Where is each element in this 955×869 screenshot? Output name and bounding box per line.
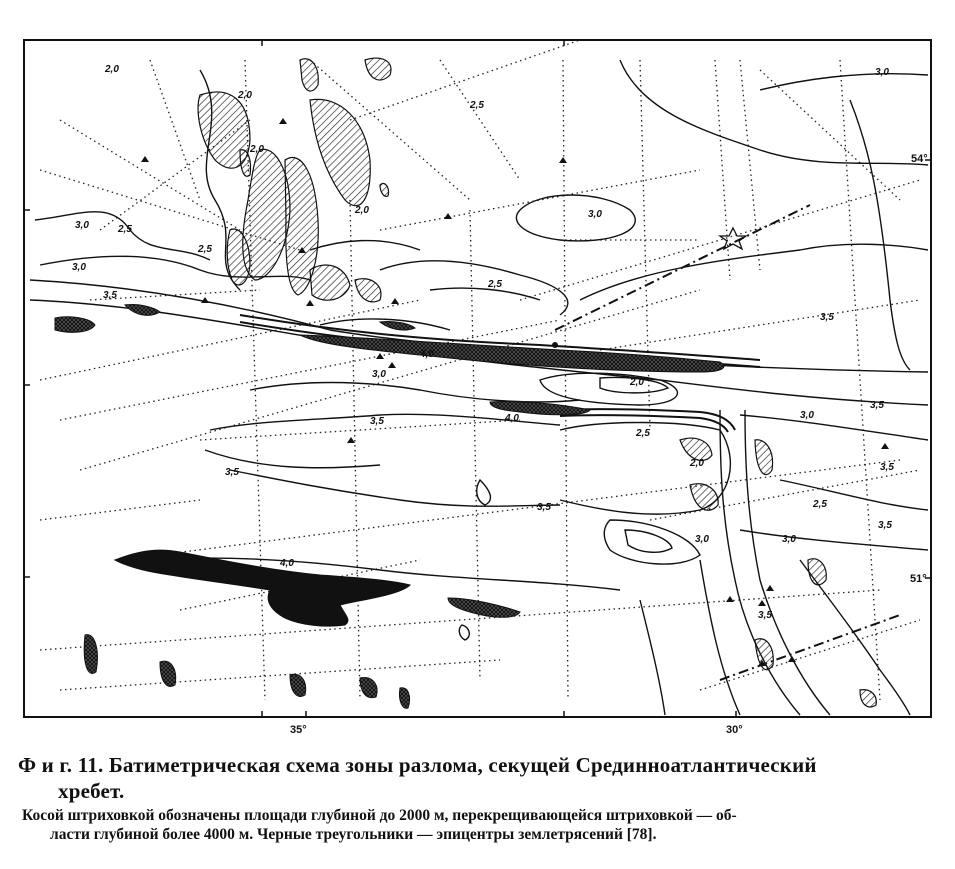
svg-text:3,0: 3,0 (75, 220, 89, 231)
svg-text:4,0: 4,0 (279, 558, 294, 569)
shallow-areas (197, 57, 877, 708)
depth-contours (29, 59, 929, 716)
svg-text:3,5: 3,5 (880, 462, 894, 473)
ship-track-lines (39, 39, 921, 701)
svg-text:2,5: 2,5 (197, 244, 212, 255)
svg-text:2,5: 2,5 (635, 428, 650, 439)
svg-text:2,5: 2,5 (117, 224, 132, 235)
latitude-51: 51° (910, 573, 927, 585)
svg-text:3,0: 3,0 (875, 67, 889, 78)
svg-text:2,0: 2,0 (249, 144, 264, 155)
svg-text:2,0: 2,0 (104, 64, 119, 75)
latitude-54: 54° (911, 153, 928, 165)
svg-text:3,5: 3,5 (225, 467, 239, 478)
svg-text:2,5: 2,5 (469, 100, 484, 111)
svg-text:3,5: 3,5 (870, 400, 884, 411)
caption-body-line2: ласти глубиной более 4000 м. Черные треу… (50, 826, 657, 843)
svg-text:2,0: 2,0 (689, 458, 704, 469)
map-frame (23, 39, 932, 718)
earthquake-epicenters (141, 118, 889, 666)
deep-areas (54, 304, 725, 709)
svg-text:3,0: 3,0 (800, 410, 814, 421)
star-marker (717, 226, 749, 251)
svg-text:3,0: 3,0 (782, 534, 796, 545)
svg-text:3,5: 3,5 (103, 290, 117, 301)
svg-text:2,0: 2,0 (629, 377, 644, 388)
caption-body-line1: Косой штриховкой обозначены площади глуб… (22, 807, 737, 824)
svg-text:2,5: 2,5 (487, 279, 502, 290)
svg-text:2,5: 2,5 (812, 499, 827, 510)
svg-text:2,0: 2,0 (237, 90, 252, 101)
svg-text:2,0: 2,0 (354, 205, 369, 216)
svg-text:3,5: 3,5 (537, 502, 551, 513)
svg-text:3,0: 3,0 (695, 534, 709, 545)
longitude-30: 30° (726, 724, 743, 736)
svg-text:3,5: 3,5 (878, 520, 892, 531)
deep-black-area (113, 549, 411, 627)
svg-text:4,0: 4,0 (504, 413, 519, 424)
svg-text:3,0: 3,0 (372, 369, 386, 380)
svg-text:4,0: 4,0 (419, 349, 434, 360)
svg-text:3,5: 3,5 (370, 416, 384, 427)
svg-text:3,5: 3,5 (758, 610, 772, 621)
svg-text:3,5: 3,5 (820, 312, 834, 323)
frame-ticks (24, 40, 931, 717)
caption-title-line1: Ф и г. 11. Батиметрическая схема зоны ра… (18, 753, 817, 777)
depth-labels: 2,0 2,0 2,0 2,0 2,0 2,0 2,5 2,5 2,5 2,5 … (72, 64, 894, 621)
figure-caption-title: Ф и г. 11. Батиметрическая схема зоны ра… (18, 752, 938, 804)
figure-caption-body: Косой штриховкой обозначены площади глуб… (22, 806, 937, 844)
svg-text:3,0: 3,0 (72, 262, 86, 273)
fault-line-south (719, 614, 901, 681)
svg-text:3,0: 3,0 (588, 209, 602, 220)
longitude-35: 35° (290, 724, 307, 736)
caption-title-line2: хребет. (58, 779, 125, 803)
fracture-trough (239, 314, 761, 433)
